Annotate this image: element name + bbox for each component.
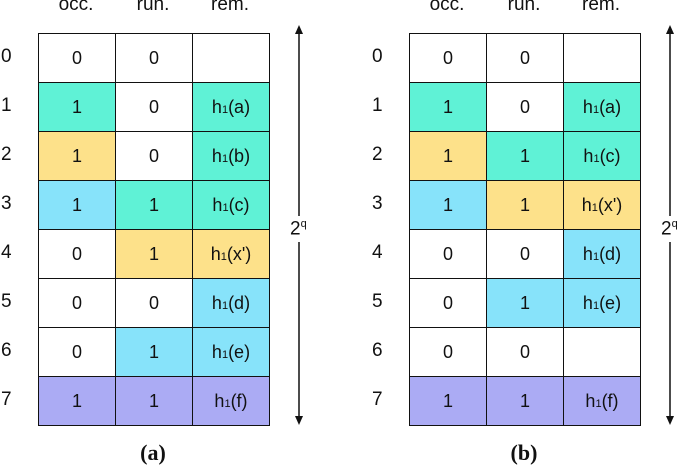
occ-cell: 1 bbox=[38, 376, 116, 426]
run-cell: 0 bbox=[486, 82, 564, 132]
occ-cell: 0 bbox=[409, 33, 487, 83]
occ-cell: 0 bbox=[38, 229, 116, 279]
row-index-label: 4 bbox=[372, 242, 383, 263]
panel-caption: (b) bbox=[510, 440, 538, 465]
run-cell: 1 bbox=[115, 327, 193, 377]
row-index-label: 3 bbox=[372, 193, 383, 214]
row-index-label: 2 bbox=[372, 144, 383, 165]
occ-cell: 0 bbox=[409, 229, 487, 279]
row-index-label: 7 bbox=[372, 389, 383, 410]
rem-cell bbox=[563, 33, 641, 83]
occ-cell: 1 bbox=[409, 180, 487, 230]
column-header-occ: occ. bbox=[58, 0, 94, 15]
occ-cell: 1 bbox=[38, 180, 116, 230]
column-header-run: run. bbox=[136, 0, 170, 15]
run-cell: 0 bbox=[115, 131, 193, 181]
occ-cell: 0 bbox=[38, 33, 116, 83]
occ-cell: 1 bbox=[38, 131, 116, 181]
occ-cell: 0 bbox=[38, 327, 116, 377]
occ-cell: 0 bbox=[409, 327, 487, 377]
run-cell: 1 bbox=[486, 278, 564, 328]
row-index-label: 1 bbox=[1, 95, 12, 116]
span-label: 2q bbox=[661, 216, 678, 243]
row-index-label: 3 bbox=[1, 193, 12, 214]
rem-cell bbox=[192, 33, 270, 83]
column-header-rem: rem. bbox=[211, 0, 249, 15]
row-index-label: 5 bbox=[1, 291, 12, 312]
run-cell: 1 bbox=[486, 376, 564, 426]
run-cell: 0 bbox=[115, 278, 193, 328]
run-cell: 0 bbox=[486, 229, 564, 279]
occ-cell: 0 bbox=[409, 278, 487, 328]
occ-cell: 1 bbox=[409, 82, 487, 132]
occ-cell: 1 bbox=[38, 82, 116, 132]
run-cell: 0 bbox=[486, 327, 564, 377]
run-cell: 0 bbox=[486, 33, 564, 83]
row-index-label: 6 bbox=[372, 340, 383, 361]
row-index-label: 0 bbox=[372, 46, 383, 67]
run-cell: 0 bbox=[115, 33, 193, 83]
rem-cell bbox=[563, 327, 641, 377]
row-index-label: 0 bbox=[1, 46, 12, 67]
row-index-label: 1 bbox=[372, 95, 383, 116]
row-index-label: 7 bbox=[1, 389, 12, 410]
row-index-label: 6 bbox=[1, 340, 12, 361]
panel-caption: (a) bbox=[140, 440, 166, 465]
occ-cell: 1 bbox=[409, 376, 487, 426]
run-cell: 1 bbox=[115, 376, 193, 426]
column-header-run: run. bbox=[507, 0, 541, 15]
run-cell: 1 bbox=[115, 180, 193, 230]
span-label: 2q bbox=[290, 216, 307, 243]
occ-cell: 1 bbox=[409, 131, 487, 181]
row-index-label: 4 bbox=[1, 242, 12, 263]
run-cell: 1 bbox=[486, 131, 564, 181]
run-cell: 0 bbox=[115, 82, 193, 132]
column-header-rem: rem. bbox=[582, 0, 620, 15]
occ-cell: 0 bbox=[38, 278, 116, 328]
row-index-label: 2 bbox=[1, 144, 12, 165]
run-cell: 1 bbox=[486, 180, 564, 230]
run-cell: 1 bbox=[115, 229, 193, 279]
column-header-occ: occ. bbox=[429, 0, 465, 15]
row-index-label: 5 bbox=[372, 291, 383, 312]
